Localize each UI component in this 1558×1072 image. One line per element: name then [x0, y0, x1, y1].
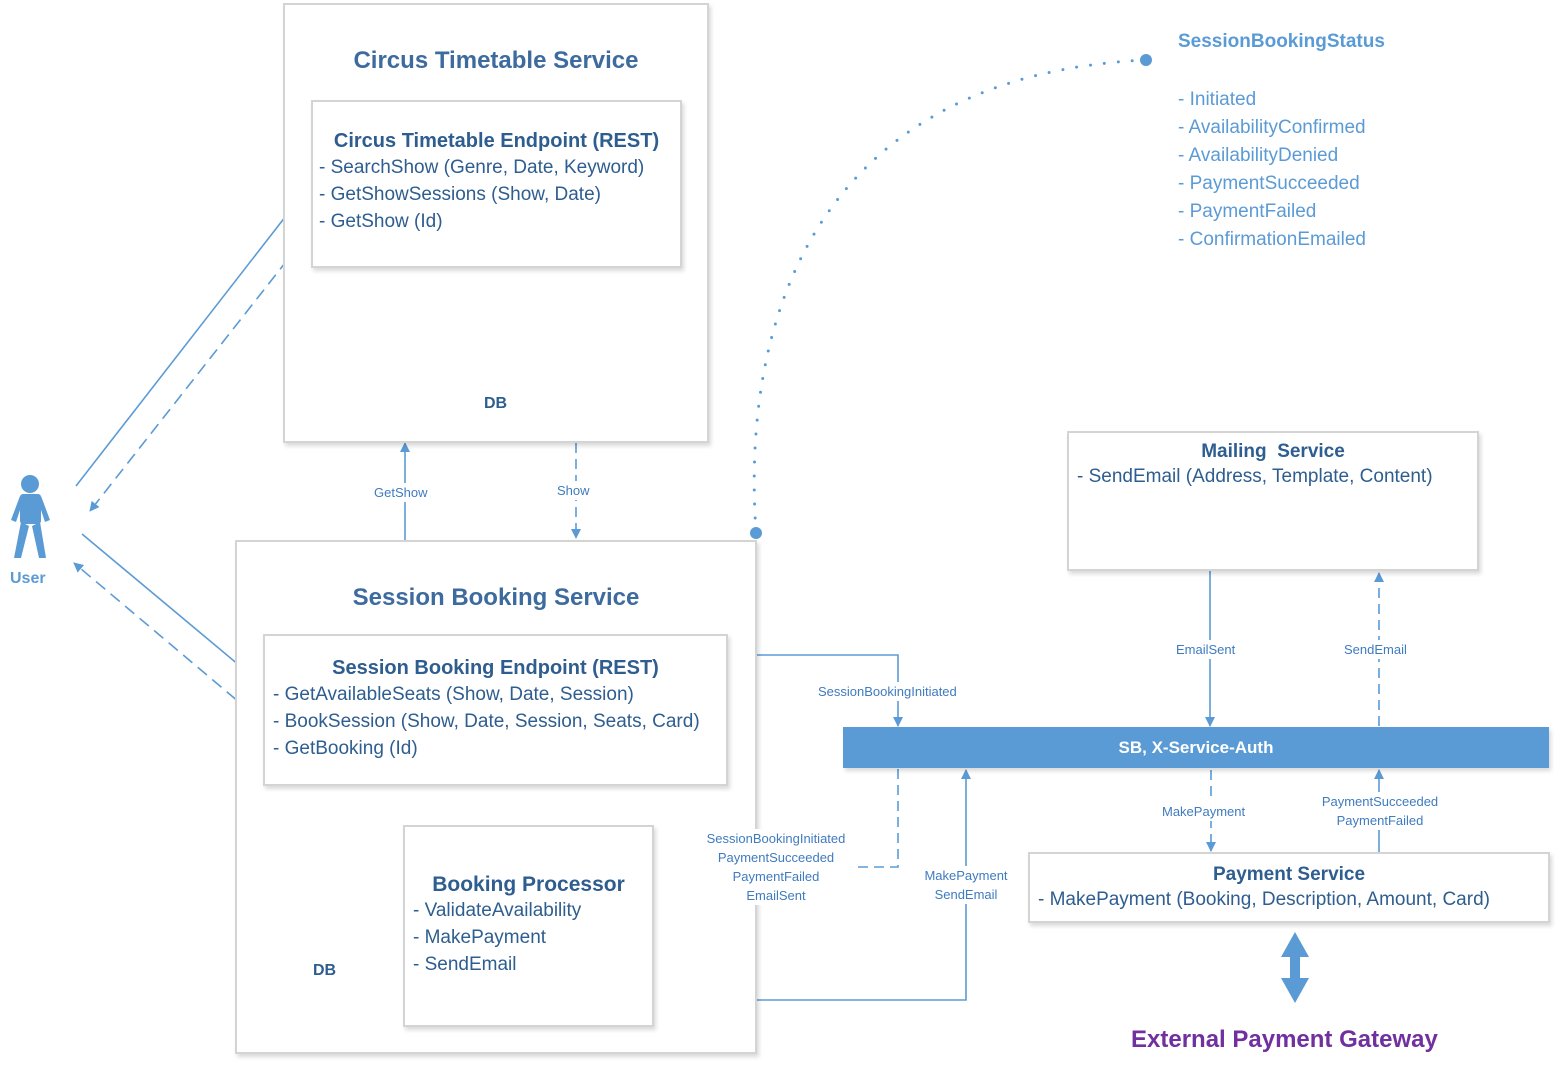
- status-value: - AvailabilityDenied: [1178, 145, 1339, 166]
- timetable-op: - SearchShow (Genre, Date, Keyword): [319, 157, 645, 178]
- booking-op: - BookSession (Show, Date, Session, Seat…: [273, 711, 700, 732]
- commands-to-bus-arrow: [653, 769, 971, 1001]
- mailing-service-title: Mailing Service: [1201, 441, 1345, 462]
- booking-to-user-arrow: [73, 562, 266, 725]
- processor-command: MakePayment: [924, 868, 1008, 883]
- payment-op: - MakePayment (Booking, Description, Amo…: [1038, 889, 1490, 910]
- booking-endpoint-title: Session Booking Endpoint (REST): [332, 657, 659, 679]
- processor-event: PaymentSucceeded: [717, 850, 835, 865]
- service-bus-label: SB, X-Service-Auth: [1118, 737, 1274, 757]
- booking-initiated-label: SessionBookingInitiated: [818, 682, 957, 701]
- user-to-booking-arrow: [81, 533, 265, 687]
- payment-results-label: PaymentSucceeded PaymentFailed: [1314, 792, 1446, 830]
- timetable-endpoint-title: Circus Timetable Endpoint (REST): [333, 130, 660, 152]
- status-dotted-curve: [752, 58, 1148, 534]
- payment-result: PaymentFailed: [1336, 813, 1424, 828]
- payment-result: PaymentSucceeded: [1321, 794, 1439, 809]
- makepayment-label: MakePayment: [1162, 802, 1246, 821]
- status-value: - PaymentSucceeded: [1178, 173, 1360, 194]
- status-value: - ConfirmationEmailed: [1178, 229, 1366, 250]
- mailing-service-ops: - SendEmail (Address, Template, Content): [1077, 463, 1477, 490]
- timetable-endpoint-ops: - SearchShow (Genre, Date, Keyword) - Ge…: [319, 154, 680, 235]
- timetable-db-label: DB: [484, 395, 508, 412]
- external-gateway-label: External Payment Gateway: [1131, 1026, 1438, 1053]
- booking-processor-title: Booking Processor: [432, 873, 625, 896]
- emailsent-label: EmailSent: [1176, 640, 1236, 659]
- sendemail-label: SendEmail: [1344, 640, 1407, 659]
- status-link-dot-end: [1140, 54, 1152, 66]
- booking-initiated-arrow: [728, 654, 903, 727]
- status-value: - AvailabilityConfirmed: [1178, 117, 1366, 138]
- processor-events-label: SessionBookingInitiated PaymentSucceeded…: [696, 829, 856, 905]
- timetable-to-user-arrow: [89, 229, 312, 512]
- user-to-timetable-arrow: [75, 184, 311, 487]
- booking-db-label: DB: [313, 962, 337, 979]
- gateway-double-arrow-icon: [1281, 932, 1309, 1003]
- booking-service-title: Session Booking Service: [352, 584, 640, 611]
- user-label: User: [10, 570, 46, 587]
- processor-event: SessionBookingInitiated: [706, 831, 846, 846]
- user-actor-icon: [11, 475, 50, 558]
- status-enum-title: SessionBookingStatus: [1178, 31, 1385, 52]
- getshow-label: GetShow: [374, 483, 428, 502]
- booking-processor-box[interactable]: Booking Processor - ValidateAvailability…: [403, 825, 654, 1027]
- payment-service-ops: - MakePayment (Booking, Description, Amo…: [1038, 886, 1548, 913]
- payment-service-title: Payment Service: [1212, 864, 1366, 885]
- booking-op: - GetBooking (Id): [273, 738, 418, 759]
- status-value: - Initiated: [1178, 89, 1257, 110]
- processor-op: - ValidateAvailability: [413, 900, 582, 921]
- booking-endpoint-ops: - GetAvailableSeats (Show, Date, Session…: [273, 681, 726, 762]
- timetable-endpoint-box[interactable]: Circus Timetable Endpoint (REST) - Searc…: [311, 100, 682, 268]
- show-label: Show: [557, 481, 590, 500]
- processor-op: - SendEmail: [413, 954, 517, 975]
- payment-service-box[interactable]: Payment Service - MakePayment (Booking, …: [1028, 852, 1550, 923]
- mailing-op: - SendEmail (Address, Template, Content): [1077, 466, 1433, 487]
- timetable-service-title: Circus Timetable Service: [353, 47, 639, 74]
- service-bus-bar[interactable]: SB, X-Service-Auth: [843, 727, 1549, 768]
- status-link-dot-start: [750, 527, 762, 539]
- processor-command: SendEmail: [934, 887, 998, 902]
- processor-event: PaymentFailed: [732, 869, 820, 884]
- processor-commands-label: MakePayment SendEmail: [918, 866, 1014, 904]
- processor-op: - MakePayment: [413, 927, 547, 948]
- status-value: - PaymentFailed: [1178, 201, 1317, 222]
- booking-endpoint-box[interactable]: Session Booking Endpoint (REST) - GetAva…: [263, 634, 728, 786]
- booking-processor-ops: - ValidateAvailability - MakePayment - S…: [413, 897, 652, 978]
- timetable-op: - GetShowSessions (Show, Date): [319, 184, 601, 205]
- status-enum-values: - Initiated - AvailabilityConfirmed - Av…: [1178, 86, 1366, 254]
- processor-event: EmailSent: [746, 888, 806, 903]
- mailing-service-box[interactable]: Mailing Service - SendEmail (Address, Te…: [1067, 431, 1479, 571]
- timetable-op: - GetShow (Id): [319, 211, 443, 232]
- booking-op: - GetAvailableSeats (Show, Date, Session…: [273, 684, 634, 705]
